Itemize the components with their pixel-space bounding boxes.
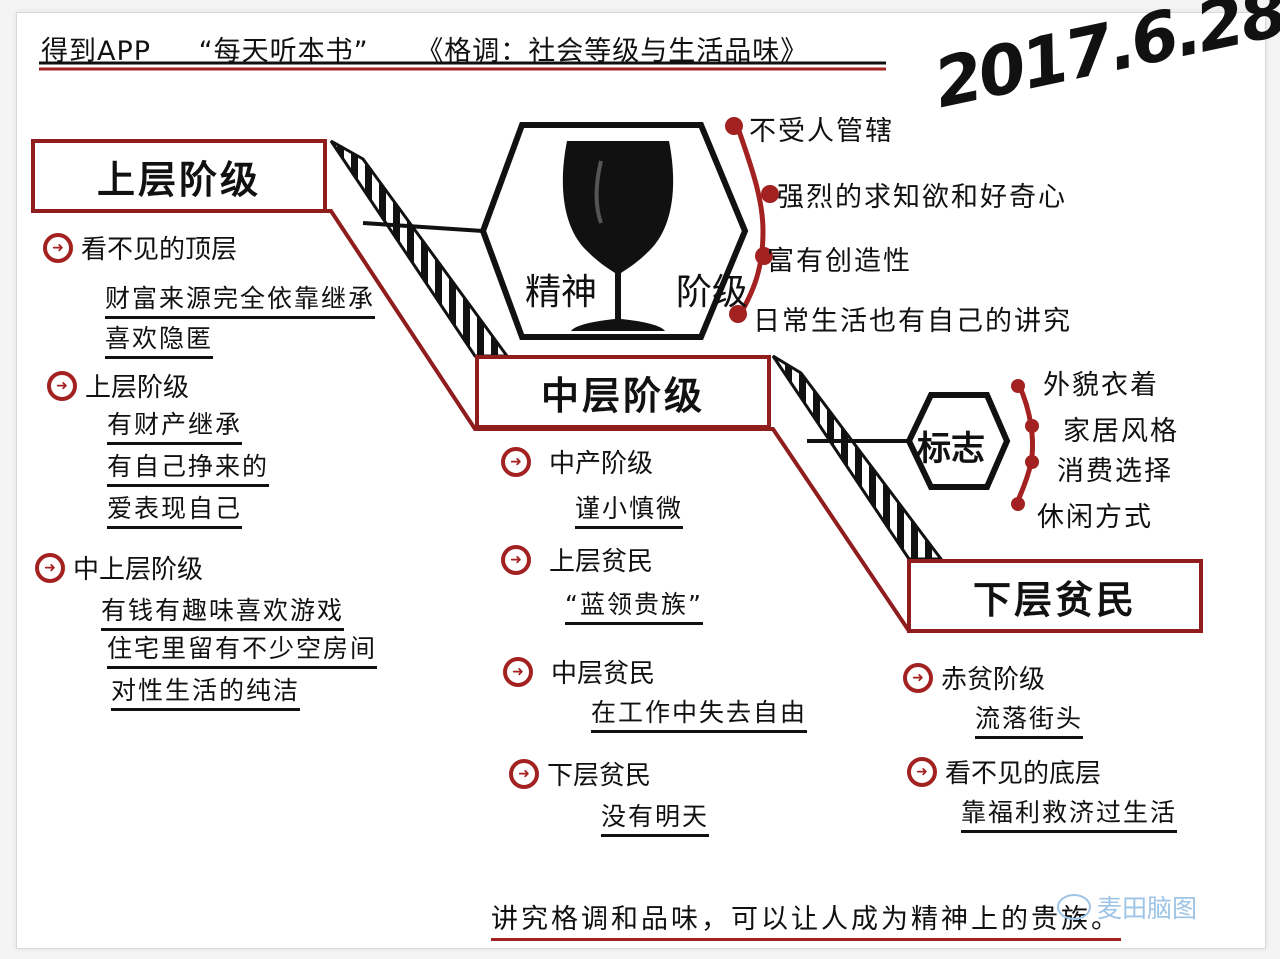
- trait-dot: [725, 117, 743, 135]
- mind-map-canvas: 得到APP “每天听本书” 《格调：社会等级与生活品味》 2017.6.28 上…: [16, 0, 1280, 949]
- group-name: 看不见的顶层: [81, 235, 238, 265]
- wine-glass-icon: [562, 141, 674, 331]
- group-name: 中产阶级: [549, 449, 654, 479]
- group-note: 谨小慎微: [575, 489, 684, 529]
- group-note: 爱表现自己: [107, 489, 243, 529]
- arrow-circle-icon: ➜: [501, 544, 531, 575]
- group-note: 流落街头: [975, 699, 1084, 739]
- wechat-icon: [1057, 894, 1091, 920]
- middle-group: ➜ 下层贫民: [509, 755, 651, 792]
- group-note: 有财产继承: [107, 405, 243, 445]
- group-note: 有钱有趣味喜欢游戏: [101, 591, 345, 631]
- symbol-dot: [1011, 497, 1025, 511]
- symbol-dot: [1011, 379, 1025, 393]
- symbol-dot: [1025, 455, 1039, 469]
- watermark: 麦田脑图: [1057, 889, 1197, 925]
- middle-group: ➜ 上层贫民: [501, 541, 653, 578]
- trait-dot: [761, 185, 779, 203]
- spirit-trait: 日常生活也有自己的讲究: [753, 306, 1072, 337]
- arrow-circle-icon: ➜: [501, 446, 531, 477]
- group-note: 对性生活的纯洁: [111, 671, 301, 711]
- footer-quote: 讲究格调和品味，可以让人成为精神上的贵族。: [491, 897, 1121, 941]
- group-note: 没有明天: [601, 797, 710, 837]
- group-name: 上层贫民: [549, 547, 654, 577]
- group-note: 财富来源完全依靠继承: [105, 279, 376, 319]
- spirit-trait: 强烈的求知欲和好奇心: [777, 182, 1067, 213]
- group-name: 中层贫民: [551, 659, 656, 689]
- symbol-item: 休闲方式: [1037, 502, 1153, 533]
- middle-class-title: 中层阶级: [540, 373, 705, 418]
- group-name: 中上层阶级: [73, 555, 204, 585]
- upper-class-title: 上层阶级: [96, 157, 261, 202]
- watermark-text: 麦田脑图: [1097, 894, 1198, 923]
- spirit-class-label: 精神 阶级: [525, 263, 748, 315]
- middle-class-box: 中层阶级: [475, 355, 771, 429]
- symbol-item: 消费选择: [1057, 456, 1173, 487]
- diagram-lines: [33, 61, 1201, 633]
- arrow-circle-icon: ➜: [35, 552, 65, 583]
- header: 得到APP “每天听本书” 《格调：社会等级与生活品味》: [41, 29, 846, 68]
- arrow-circle-icon: ➜: [907, 756, 937, 787]
- header-app: 得到APP: [41, 36, 152, 67]
- group-name: 上层阶级: [85, 373, 190, 403]
- trait-dot: [729, 305, 747, 323]
- spirit-trait: 富有创造性: [767, 246, 912, 277]
- group-note: 住宅里留有不少空房间: [107, 629, 378, 669]
- upper-group: ➜ 上层阶级: [47, 367, 189, 404]
- group-note: “蓝领贵族”: [565, 585, 703, 625]
- group-note: 靠福利救济过生活: [961, 793, 1178, 833]
- upper-group: ➜ 看不见的顶层: [43, 229, 237, 266]
- trait-dot: [755, 247, 773, 265]
- arrow-circle-icon: ➜: [903, 662, 933, 693]
- middle-group: ➜ 中产阶级: [501, 443, 653, 480]
- group-name: 看不见的底层: [945, 759, 1102, 789]
- arrow-circle-icon: ➜: [43, 232, 73, 263]
- group-name: 下层贫民: [547, 761, 652, 791]
- symbol-item: 外貌衣着: [1043, 370, 1159, 401]
- group-note: 在工作中失去自由: [591, 693, 808, 733]
- header-column: “每天听本书”: [198, 36, 369, 67]
- spirit-label-left: 精神: [525, 272, 598, 313]
- header-book: 《格调：社会等级与生活品味》: [416, 36, 809, 67]
- group-note: 有自己挣来的: [107, 447, 270, 487]
- group-note: 喜欢隐匿: [105, 319, 214, 359]
- arrow-circle-icon: ➜: [47, 370, 77, 401]
- middle-group: ➜ 中层贫民: [503, 653, 655, 690]
- upper-group: ➜ 中上层阶级: [35, 549, 203, 586]
- spirit-trait: 不受人管辖: [749, 116, 894, 147]
- arrow-circle-icon: ➜: [503, 656, 533, 687]
- upper-class-box: 上层阶级: [31, 139, 327, 213]
- lower-group: ➜ 赤贫阶级: [903, 659, 1045, 696]
- symbol-dot: [1025, 419, 1039, 433]
- symbol-label: 标志: [917, 429, 985, 469]
- symbol-item: 家居风格: [1063, 416, 1179, 447]
- lower-class-box: 下层贫民: [907, 559, 1203, 633]
- group-name: 赤贫阶级: [941, 665, 1046, 695]
- lower-class-title: 下层贫民: [972, 577, 1137, 622]
- lower-group: ➜ 看不见的底层: [907, 753, 1101, 790]
- arrow-circle-icon: ➜: [509, 758, 539, 789]
